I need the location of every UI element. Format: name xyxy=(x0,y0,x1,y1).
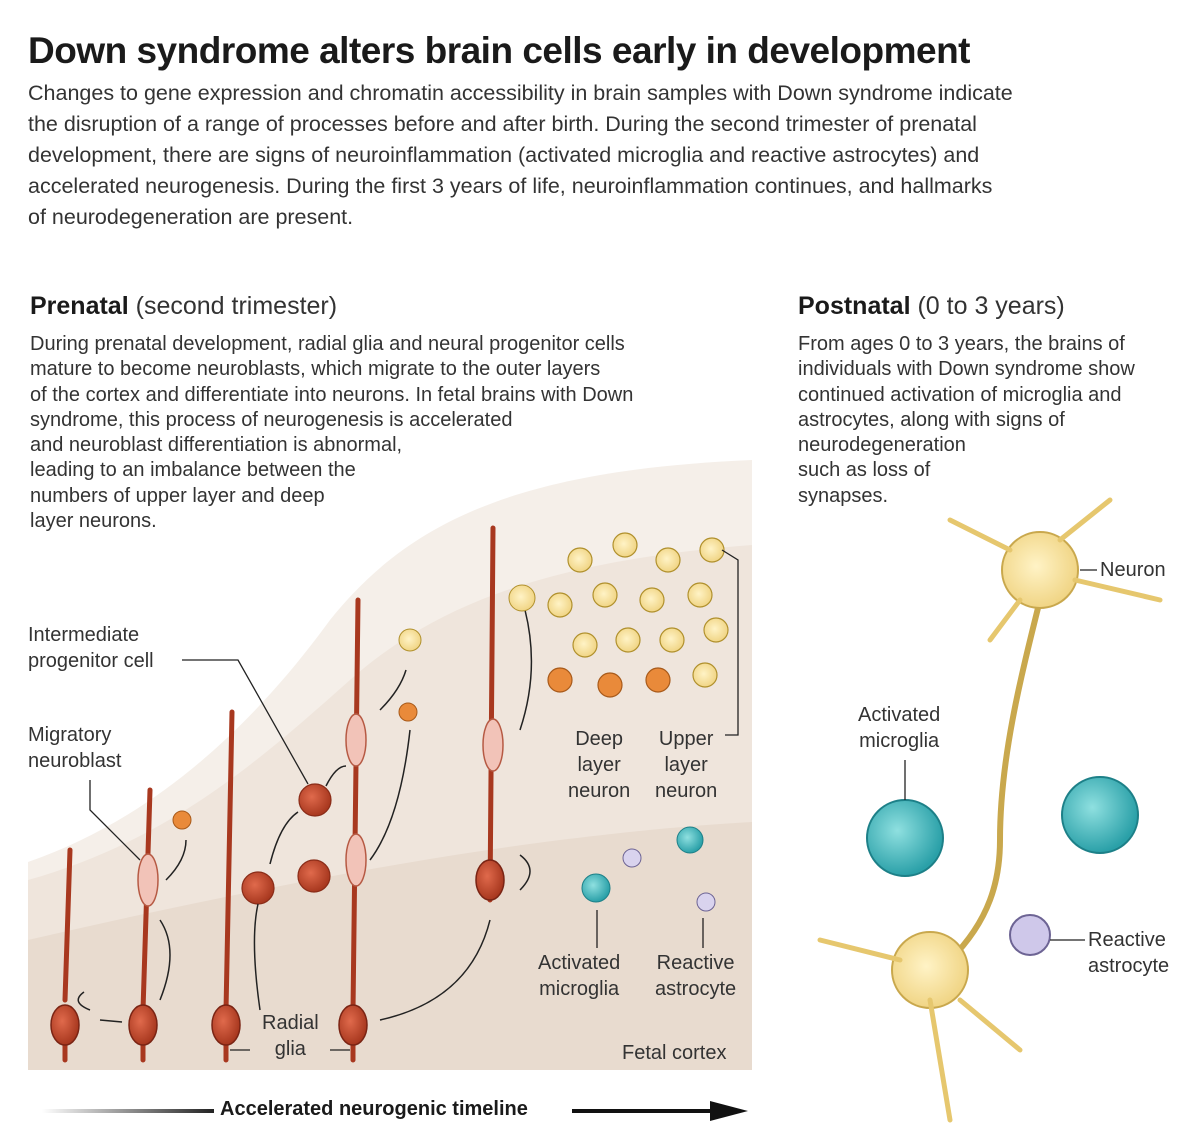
fetal-cortex-background xyxy=(28,460,752,1070)
label-line: Reactive xyxy=(1088,929,1166,951)
label-intermediate-progenitor: Intermediate progenitor cell xyxy=(28,622,154,674)
label-line: neuron xyxy=(568,780,631,802)
intermediate-progenitors xyxy=(241,783,332,905)
prenatal-heading-rest: (second trimester) xyxy=(135,292,338,320)
prenatal-heading: Prenatal (second trimester) xyxy=(30,292,337,321)
page-title: Down syndrome alters brain cells early i… xyxy=(28,30,971,71)
label-line: Upper xyxy=(658,728,714,750)
intro-line: of neurodegeneration are present. xyxy=(28,205,354,229)
label-line: neuron xyxy=(655,780,718,802)
radial-glia-cells xyxy=(50,859,505,1046)
postnatal-line: synapses. xyxy=(798,484,889,507)
intro-line: the disruption of a range of processes b… xyxy=(28,112,977,136)
label-line: Intermediate xyxy=(28,624,140,646)
layer-neurons xyxy=(547,532,729,698)
postnatal-line: From ages 0 to 3 years, the brains of xyxy=(798,333,1125,355)
label-line: Deep xyxy=(575,728,624,750)
leader-lines xyxy=(89,549,1097,1051)
prenatal-line: leading to an imbalance between the xyxy=(30,459,356,482)
label-line: Activated xyxy=(858,704,941,726)
postnatal-heading: Postnatal (0 to 3 years) xyxy=(798,292,1065,321)
postnatal-line: continued activation of microglia and xyxy=(798,383,1122,406)
label-fetal-cortex: Fetal cortex xyxy=(622,1042,727,1064)
prenatal-line: During prenatal development, radial glia… xyxy=(30,333,625,355)
label-postnatal-reactive-astrocyte: Reactive astrocyte xyxy=(1088,927,1169,979)
prenatal-line: numbers of upper layer and deep xyxy=(30,484,325,507)
postnatal-microglia xyxy=(866,776,1139,877)
label-line: neuroblast xyxy=(28,750,122,772)
postnatal-line: neurodegeneration xyxy=(798,434,966,457)
timeline-label: Accelerated neurogenic timeline xyxy=(220,1098,528,1120)
label-line: microglia xyxy=(859,730,940,752)
label-deep-layer-neuron: Deep layer neuron xyxy=(568,726,630,804)
timeline-arrow xyxy=(42,1101,748,1121)
postnatal-astrocyte xyxy=(1009,914,1051,956)
label-line: Migratory xyxy=(28,724,112,746)
intro-line: accelerated neurogenesis. During the fir… xyxy=(28,174,993,198)
neuroblasts xyxy=(137,713,504,907)
postnatal-heading-bold: Postnatal xyxy=(798,292,911,320)
label-line: astrocyte xyxy=(1088,955,1170,977)
label-prenatal-reactive-astrocyte: Reactive astrocyte xyxy=(655,950,736,1002)
prenatal-paragraph: During prenatal development, radial glia… xyxy=(30,332,633,534)
prenatal-heading-bold: Prenatal xyxy=(30,292,129,320)
label-postnatal-activated-microglia: Activated microglia xyxy=(858,702,940,754)
postnatal-line: astrocytes, along with signs of xyxy=(798,408,1065,431)
prenatal-line: and neuroblast differentiation is abnorm… xyxy=(30,434,403,457)
label-line: glia xyxy=(274,1038,306,1060)
label-line: astrocyte xyxy=(655,978,737,1000)
prenatal-microglia xyxy=(581,826,704,903)
migrating-neurons xyxy=(172,584,536,830)
label-radial-glia: Radial glia xyxy=(262,1010,319,1062)
label-line: Radial xyxy=(262,1012,319,1034)
prenatal-line: syndrome, this process of neurogenesis i… xyxy=(30,408,513,431)
intro-paragraph: Changes to gene expression and chromatin… xyxy=(28,78,1148,233)
postnatal-neurons xyxy=(817,497,1163,1123)
postnatal-heading-rest: (0 to 3 years) xyxy=(917,292,1065,320)
label-prenatal-activated-microglia: Activated microglia xyxy=(538,950,620,1002)
postnatal-line: individuals with Down syndrome show xyxy=(798,358,1135,381)
label-line: progenitor cell xyxy=(28,650,154,672)
label-line: layer xyxy=(577,754,621,776)
intro-line: Changes to gene expression and chromatin… xyxy=(28,81,1013,105)
label-neuron: Neuron xyxy=(1100,559,1166,581)
prenatal-astrocytes xyxy=(622,848,716,912)
label-line: Activated xyxy=(538,952,621,974)
postnatal-paragraph: From ages 0 to 3 years, the brains of in… xyxy=(798,332,1135,509)
label-migratory-neuroblast: Migratory neuroblast xyxy=(28,722,121,774)
prenatal-line: mature to become neuroblasts, which migr… xyxy=(30,358,601,381)
label-line: microglia xyxy=(539,978,620,1000)
migration-arrows xyxy=(77,609,533,1023)
prenatal-line: layer neurons. xyxy=(30,510,157,533)
label-line: layer xyxy=(664,754,708,776)
postnatal-line: such as loss of xyxy=(798,459,931,482)
label-line: Reactive xyxy=(656,952,735,974)
label-upper-layer-neuron: Upper layer neuron xyxy=(655,726,717,804)
intro-line: development, there are signs of neuroinf… xyxy=(28,143,980,167)
prenatal-line: of the cortex and differentiate into neu… xyxy=(30,383,634,406)
